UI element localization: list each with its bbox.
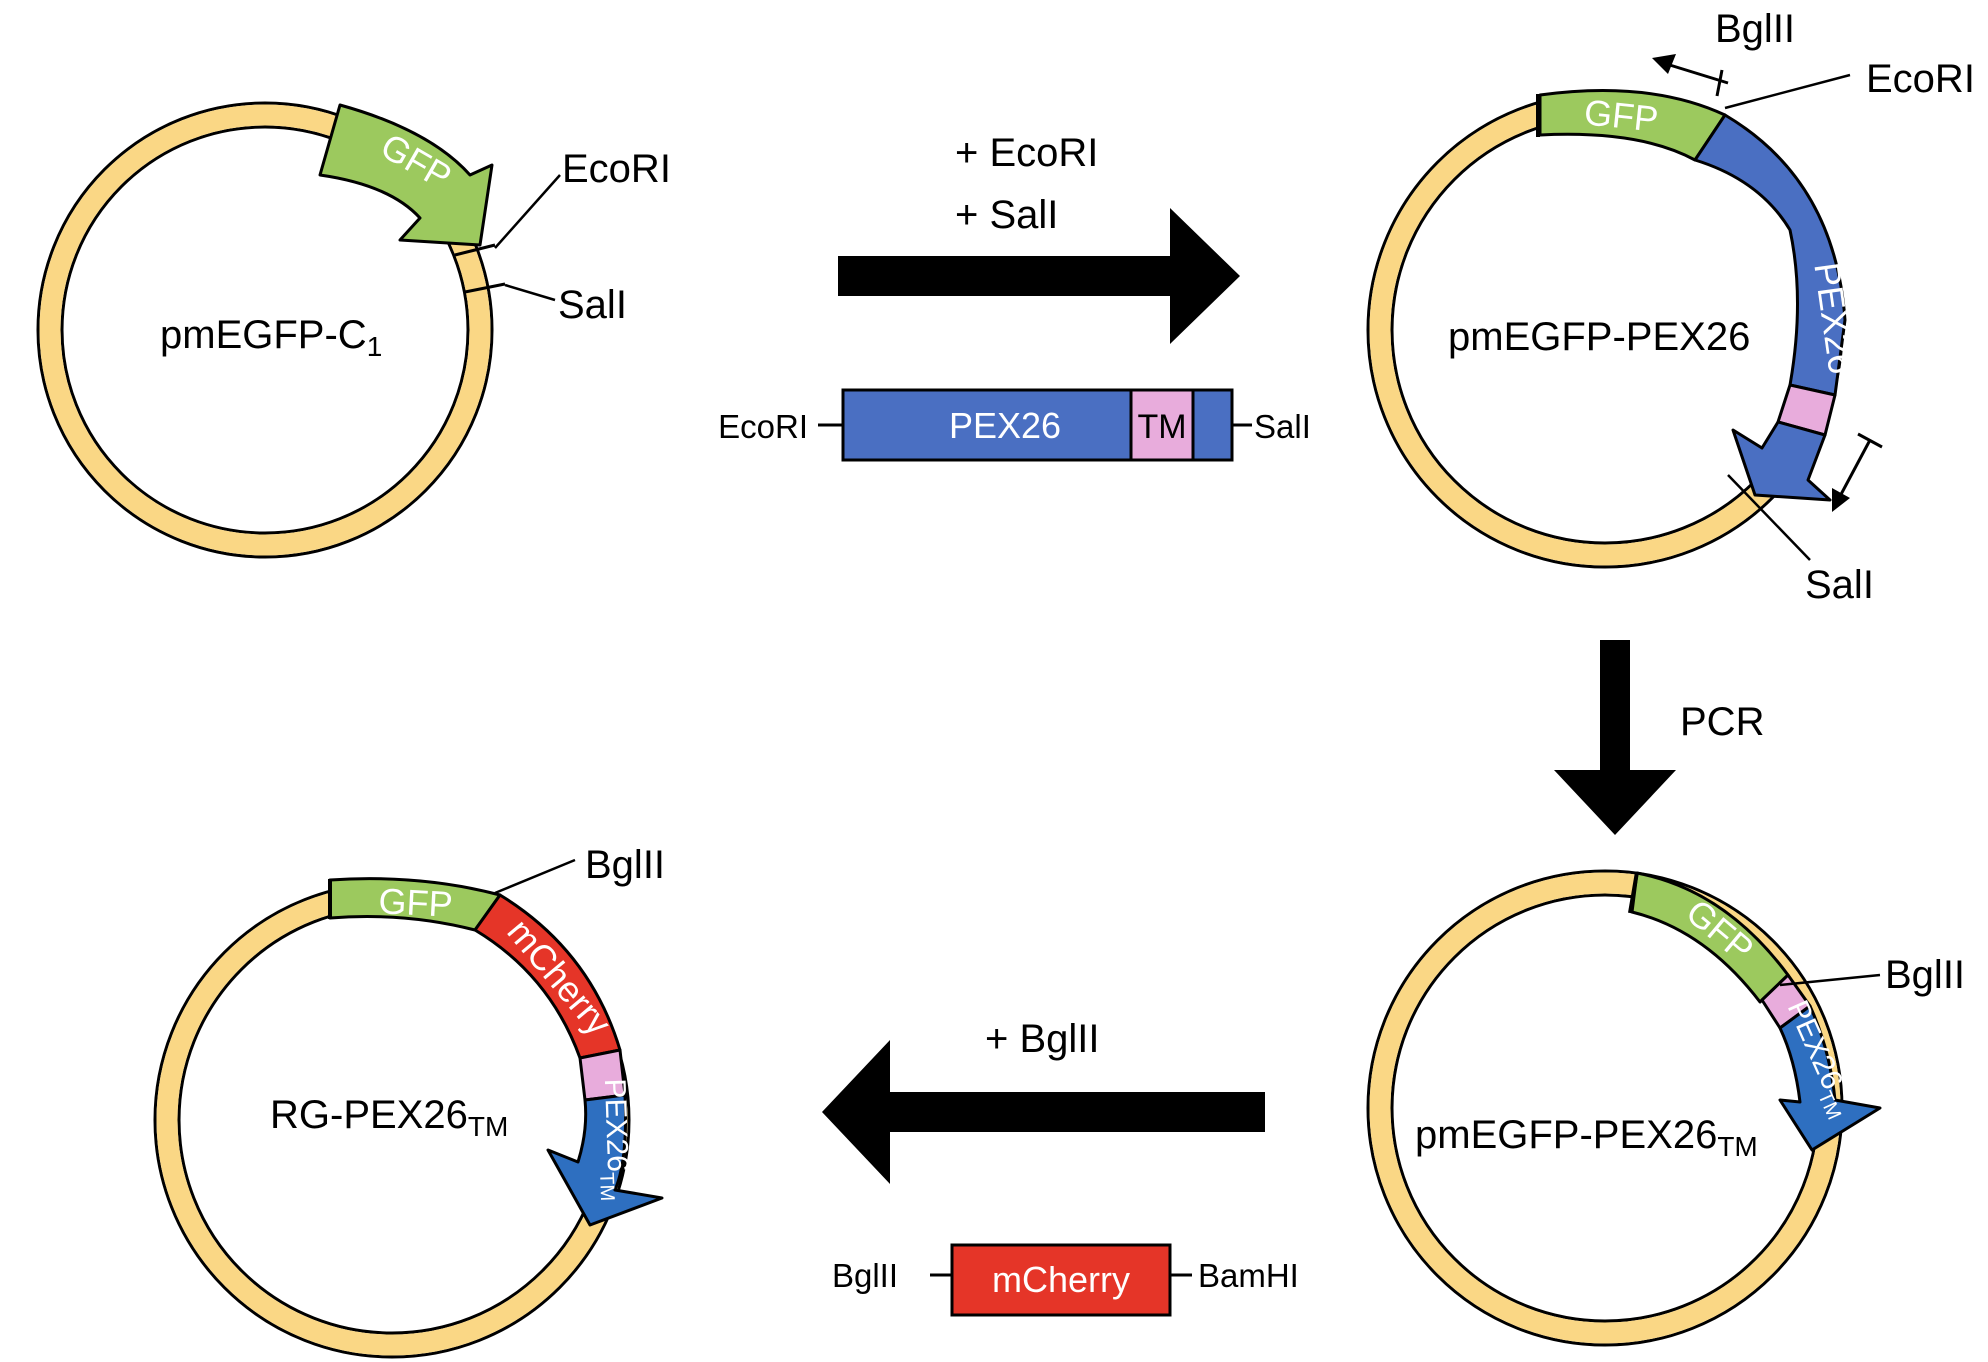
mcherry-label: mCherry (500, 911, 620, 1043)
pcr-label: PCR (1680, 700, 1764, 744)
bglii-label: BglII (1885, 953, 1965, 997)
down-arrow-icon (1554, 640, 1676, 835)
insert-body-label: PEX26 (949, 405, 1061, 446)
mcherry-insert: BglII mCherry BamHI (832, 1243, 1299, 1317)
mcs-site-line (464, 282, 506, 294)
tm-domain-box (1129, 388, 1195, 462)
digest-step: + EcoRI + SalI (838, 131, 1240, 344)
sali-callout-line (504, 283, 556, 302)
digest-enzyme-label: + EcoRI (955, 131, 1098, 175)
left-arrow-icon (822, 1040, 1265, 1184)
bglii-callout-line (1779, 973, 1881, 987)
plasmid-rg-pex26tm: GFP mCherry PEX26TM BglII RG-PEX26TM (153, 843, 665, 1359)
pex26-feature (1693, 113, 1847, 397)
sali-label: SalI (558, 283, 627, 327)
pex26-arrowhead (1731, 420, 1832, 502)
sali-label: SalI (1805, 563, 1874, 607)
plasmid-pmegfp-pex26: GFP PEX26 BglII EcoRI SalI pmEGFP-PEX26 (1366, 7, 1975, 607)
plasmid-backbone (36, 101, 494, 559)
pex26-feature (1778, 1004, 1882, 1152)
right-arrow-icon (838, 208, 1240, 344)
ligation-enzyme-label: + BglII (985, 1017, 1100, 1061)
pex26-feature (546, 1093, 664, 1227)
insert-right-site-label: BamHI (1198, 1257, 1299, 1294)
bglii-label: BglII (585, 843, 665, 887)
primer-tick (1715, 69, 1724, 97)
plasmid-pmegfp-c1: GFP EcoRI SalI pmEGFP-C1 (36, 101, 671, 559)
arrow-head-icon (1832, 488, 1850, 512)
digest-enzyme-label: + SalI (955, 193, 1058, 237)
primer-tick (1857, 432, 1883, 449)
pex26-label: PEX26TM (592, 1078, 635, 1202)
bglii-callout-line (494, 858, 576, 895)
pex26-insert: EcoRI PEX26 TM SalI (718, 388, 1311, 462)
feature-boundary (1628, 871, 1639, 914)
plasmid-name: pmEGFP-C1 (160, 313, 382, 362)
insert-left-site-label: BglII (832, 1257, 898, 1294)
plasmid-backbone (60, 125, 470, 535)
insert-body-label: mCherry (992, 1259, 1130, 1300)
bglii-label: BglII (1715, 7, 1795, 51)
gfp-label: GFP (1582, 91, 1660, 140)
insert-right-site-label: SalI (1254, 408, 1311, 445)
plasmid-backbone (39, 104, 491, 556)
ligation-step: + BglII (822, 1017, 1265, 1184)
sali-callout-line (1727, 474, 1811, 561)
insert-left-site-label: EcoRI (718, 408, 808, 445)
pcr-step: PCR (1554, 640, 1764, 835)
plasmid-name: RG-PEX26TM (270, 1093, 508, 1142)
reverse-primer-arrow (1836, 439, 1872, 501)
mcs-site-line (454, 243, 496, 257)
insert-tm-label: TM (1137, 408, 1186, 446)
ecori-callout-line (494, 174, 561, 249)
mcherry-insert-box (950, 1243, 1172, 1317)
gfp-feature (318, 103, 494, 247)
arrow-head-icon (1652, 54, 1676, 74)
ecori-callout-line (1724, 73, 1851, 110)
plasmid-name: pmEGFP-PEX26 (1448, 315, 1750, 359)
plasmid-name: pmEGFP-PEX26TM (1415, 1113, 1758, 1162)
ecori-label: EcoRI (1866, 57, 1975, 101)
ecori-label: EcoRI (562, 147, 671, 191)
plasmid-pmegfp-pex26tm: GFP PEX26TM BglII pmEGFP-PEX26TM (1366, 869, 1965, 1347)
gfp-label: GFP (378, 880, 454, 925)
